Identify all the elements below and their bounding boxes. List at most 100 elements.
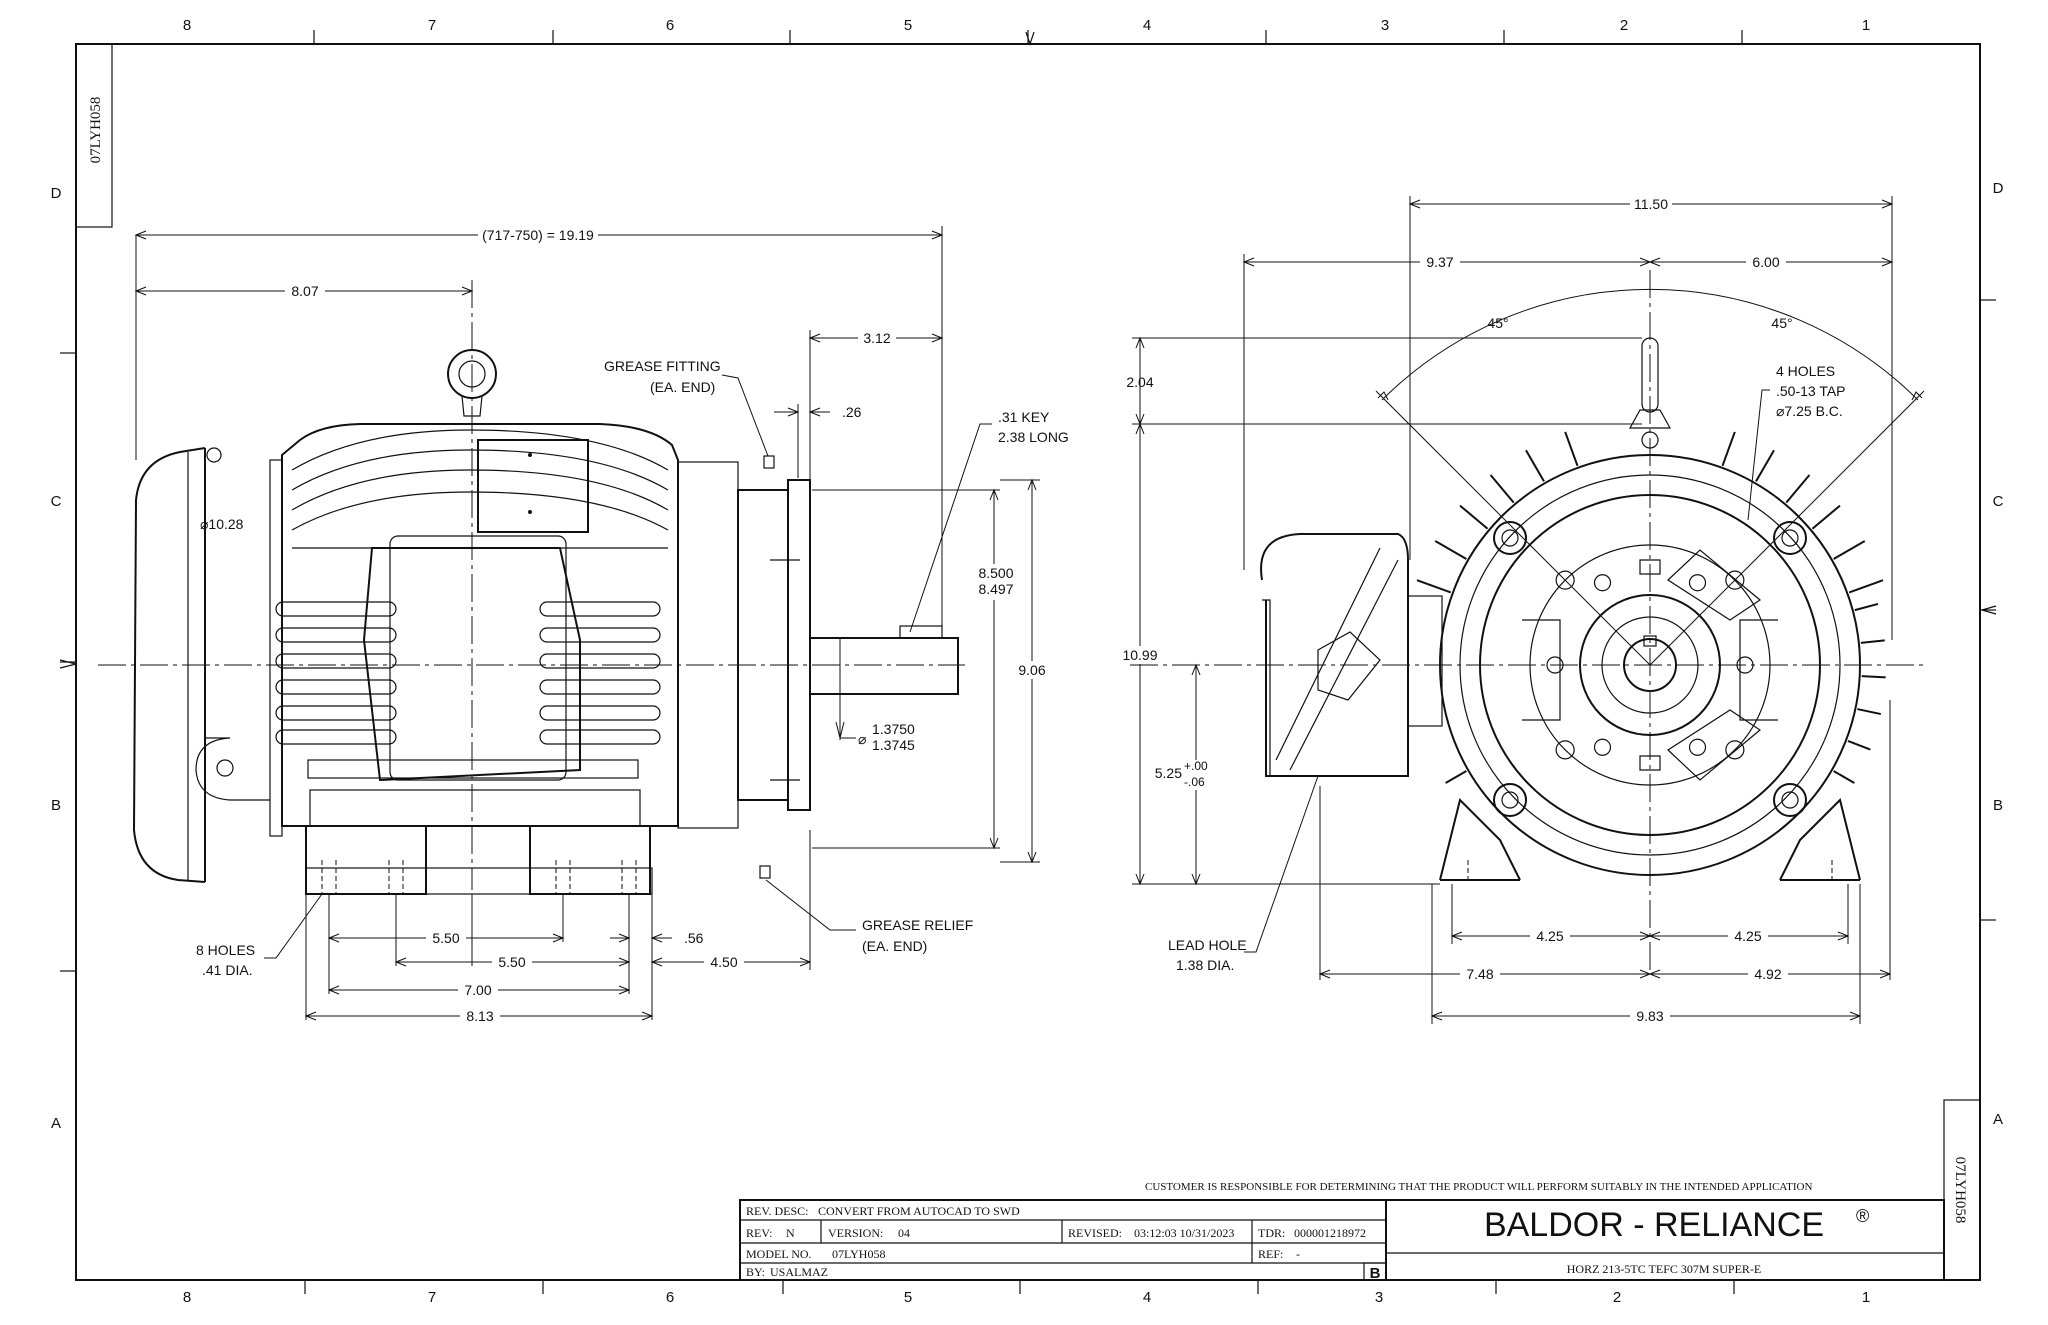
zone-right-C: C <box>1993 493 2004 510</box>
dim-foot-b: 5.50 <box>498 954 525 970</box>
cooling-fins-top <box>291 429 669 549</box>
label-lead-hole-1: LEAD HOLE <box>1168 937 1247 953</box>
frame-boss <box>1773 521 1807 555</box>
zone-bottom-7: 7 <box>428 1289 436 1306</box>
fin-line <box>1833 770 1855 784</box>
label-grease-fitting-2: (EA. END) <box>650 379 715 395</box>
zone-right-D: D <box>1993 180 2004 197</box>
zone-bottom-8: 8 <box>183 1289 191 1306</box>
fin-line <box>1721 431 1736 467</box>
fin-line <box>1847 740 1871 751</box>
zone-bottom-6: 6 <box>666 1289 674 1306</box>
zone-right-A: A <box>1993 1111 2003 1128</box>
dim-shaft-to-foot: 4.50 <box>710 954 737 970</box>
dim-overall-length: (717-750) = 19.19 <box>482 227 594 243</box>
dim-fan-diameter: ⌀10.28 <box>200 516 244 532</box>
model-label: MODEL NO. <box>746 1247 812 1261</box>
label-holes-2: .41 DIA. <box>202 962 253 978</box>
dim-angle-right: 45° <box>1771 315 1792 331</box>
zone-left-D: D <box>51 185 62 202</box>
dim-angle-left: 45° <box>1487 315 1508 331</box>
drawing-id-bottom: 07LYH058 <box>1952 1157 1968 1224</box>
frame-boss-hole <box>1781 791 1799 809</box>
label-grease-relief-2: (EA. END) <box>862 938 927 954</box>
frame-boss-hole <box>1501 529 1519 547</box>
drawing-id-box-bottom: 07LYH058 <box>1943 1099 1981 1281</box>
fin-line <box>1434 540 1467 560</box>
fin-line <box>1416 579 1452 594</box>
tapped-hole <box>1555 570 1575 590</box>
fin-line <box>1860 639 1885 644</box>
frame-boss-hole <box>1781 529 1799 547</box>
zone-top-3: 3 <box>1381 17 1389 34</box>
zone-bottom-3: 3 <box>1375 1289 1383 1306</box>
zone-bottom-2: 2 <box>1613 1289 1621 1306</box>
fin-line <box>1833 540 1866 560</box>
frame-boss <box>1773 783 1807 817</box>
frame-boss <box>1493 783 1527 817</box>
label-key-1: .31 KEY <box>998 409 1050 425</box>
zone-labels: 8 7 6 5 4 3 2 1 8 7 6 5 4 3 2 1 D C B A … <box>51 17 2004 1306</box>
revised-value: 03:12:03 10/31/2023 <box>1134 1226 1234 1240</box>
zone-top-5: 5 <box>904 17 912 34</box>
zone-top-6: 6 <box>666 17 674 34</box>
cooling-fins-side <box>275 601 661 745</box>
fin-line <box>1785 474 1811 504</box>
fin-line <box>1489 474 1515 504</box>
dim-end-width: 11.50 <box>1634 196 1668 212</box>
dim-pilot-2: 8.497 <box>978 581 1013 597</box>
version-value: 04 <box>898 1226 910 1240</box>
label-tap-1: 4 HOLES <box>1776 363 1835 379</box>
shaft-diameter-symbol: ⌀ <box>858 731 866 747</box>
bearing-cap-bolt <box>1736 656 1754 674</box>
rev-value: N <box>786 1226 795 1240</box>
frame-boss-hole <box>1501 791 1519 809</box>
ref-label: REF: <box>1258 1247 1283 1261</box>
tapped-hole <box>1725 740 1745 760</box>
dim-shaft-height-tol-minus: -.06 <box>1184 775 1205 789</box>
side-view-dimensions: (717-750) = 19.19 8.07 3.12 .26 GREASE F… <box>134 226 1069 1025</box>
zone-bottom-4: 4 <box>1143 1289 1151 1306</box>
fin-line <box>1755 449 1775 482</box>
drawing-id-top: 07LYH058 <box>88 97 104 164</box>
dim-shaft-extension: 3.12 <box>863 330 890 346</box>
motor-side-view <box>98 280 965 895</box>
dim-base-left: 7.48 <box>1466 966 1493 982</box>
model-description: HORZ 213-5TC TEFC 307M SUPER-E <box>1567 1262 1761 1276</box>
dim-shaft-dia-2: 1.3745 <box>872 737 915 753</box>
dim-shaft-height: 5.25 <box>1155 765 1182 781</box>
dim-base-width: 9.83 <box>1636 1008 1663 1024</box>
dim-end-overall-height: 10.99 <box>1122 647 1157 663</box>
zone-left-B: B <box>51 797 61 814</box>
drawing-id-box-top: 07LYH058 <box>75 43 113 228</box>
by-value: USALMAZ <box>770 1265 828 1279</box>
tdr-label: TDR: <box>1258 1226 1285 1240</box>
motor-end-view <box>1130 270 1925 970</box>
zone-top-8: 8 <box>183 17 191 34</box>
zone-top-7: 7 <box>428 17 436 34</box>
dim-foot-d: 8.13 <box>466 1008 493 1024</box>
fin-line <box>1525 449 1545 482</box>
version-label: VERSION: <box>828 1226 883 1240</box>
dim-pilot-1: 8.500 <box>978 565 1013 581</box>
fin-line <box>1848 579 1884 594</box>
model-value: 07LYH058 <box>832 1247 885 1261</box>
tapped-hole <box>1725 570 1745 590</box>
frame-boss <box>1493 521 1527 555</box>
label-grease-relief-1: GREASE RELIEF <box>862 917 973 933</box>
dim-shoulder: .26 <box>842 404 862 420</box>
dim-foot-c: 7.00 <box>464 982 491 998</box>
tdr-value: 000001218972 <box>1294 1226 1366 1240</box>
registered-mark: ® <box>1856 1206 1869 1226</box>
dim-top-extra: 2.04 <box>1126 374 1153 390</box>
zone-top-1: 1 <box>1862 17 1870 34</box>
label-lead-hole-2: 1.38 DIA. <box>1176 957 1234 973</box>
bearing-cap-bolt <box>1688 574 1707 592</box>
bearing-cap-bolt <box>1546 656 1564 674</box>
zone-top-4: 4 <box>1143 17 1151 34</box>
end-view-dimensions: 11.50 9.37 6.00 45° 45° 2.04 <box>1118 195 1925 1025</box>
end-view-frame-bosses <box>1493 521 1807 817</box>
dim-height: 9.06 <box>1018 662 1045 678</box>
fin-line <box>1854 602 1879 612</box>
label-key-2: 2.38 LONG <box>998 429 1069 445</box>
